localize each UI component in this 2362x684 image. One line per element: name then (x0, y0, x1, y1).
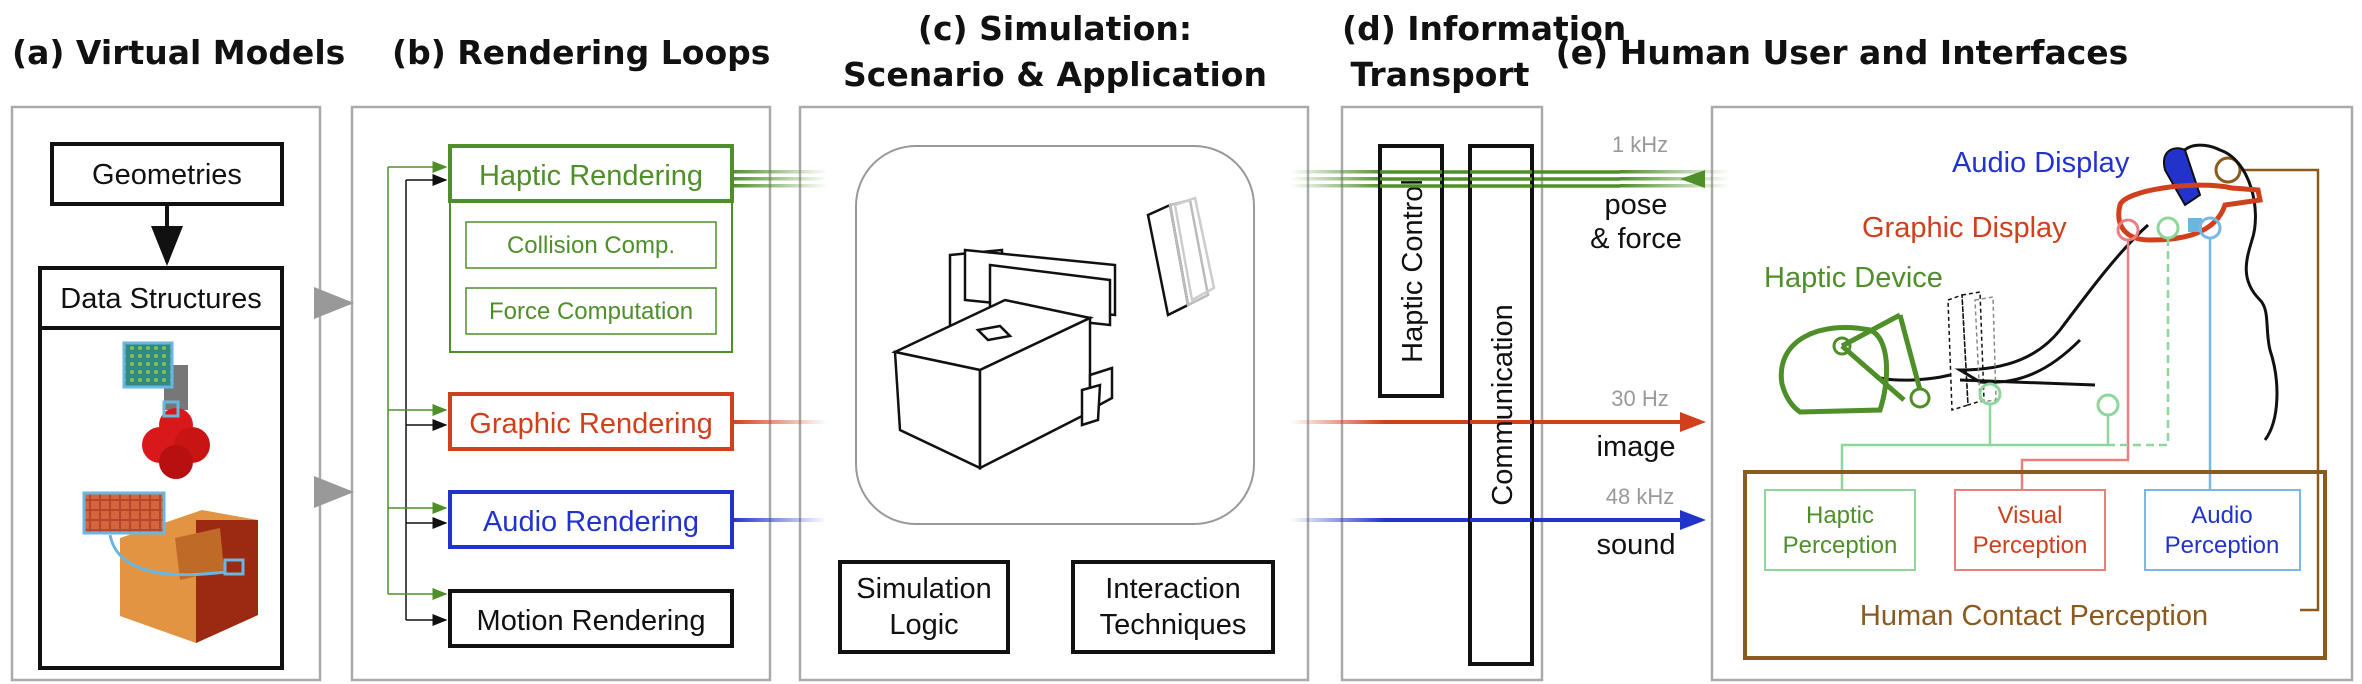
interaction-techniques-box (1071, 560, 1275, 654)
panel-d-title-line1: (d) Information (1342, 9, 1626, 48)
graphic-rendering-label: Graphic Rendering (469, 408, 712, 440)
panel-c-title-line2: Scenario & Application (843, 55, 1267, 94)
data-structures-label: Data Structures (60, 283, 261, 315)
haptic-rendering-box (448, 144, 734, 203)
panel-d-title-line2: Transport (1351, 55, 1530, 94)
simulation-logic-label-2: Logic (889, 609, 958, 641)
audio-perception-label-2: Perception (2165, 532, 2280, 559)
voxel-model-illustration (82, 491, 258, 643)
motion-rendering-label: Motion Rendering (477, 605, 706, 637)
audio-display-label: Audio Display (1952, 147, 2130, 179)
panel-d-frame (1340, 105, 1544, 682)
panel-e-frame (1710, 105, 2354, 682)
collision-comp-box (465, 221, 717, 269)
interaction-techniques-label-2: Techniques (1100, 609, 1247, 641)
visual-perception-label-1: Visual (1998, 502, 2063, 529)
geometries-label: Geometries (92, 159, 242, 191)
contact-perception-box (1743, 470, 2327, 660)
panel-c-frame (798, 105, 1310, 682)
communication-box (1468, 144, 1534, 666)
collision-comp-label: Collision Comp. (507, 232, 675, 259)
visual-perception-box (1954, 489, 2106, 571)
sphere-tree-illustration (122, 341, 210, 479)
haptic-rendering-label: Haptic Rendering (479, 160, 703, 192)
interaction-techniques-label-1: Interaction (1105, 573, 1240, 605)
simulation-logic-label-1: Simulation (856, 573, 991, 605)
haptic-perception-label-1: Haptic (1806, 502, 1874, 529)
audio-perception-box (2144, 489, 2301, 571)
panel-c-title-line1: (c) Simulation: (918, 9, 1192, 48)
panel-a-frame (10, 105, 322, 682)
haptic-channel-label-2: & force (1590, 223, 1682, 255)
audio-frequency: 48 kHz (1606, 484, 1674, 509)
graphic-channel-label: image (1597, 431, 1676, 463)
visual-perception-label-2: Perception (1973, 532, 2088, 559)
communication-label: Communication (1487, 304, 1519, 505)
simulation-logic-box (838, 560, 1010, 654)
scenario-box-illustration (891, 196, 1216, 471)
contact-perception-label: Human Contact Perception (1860, 600, 2208, 632)
geometries-box (50, 142, 284, 206)
panel-a-title: (a) Virtual Models (12, 33, 345, 72)
audio-rendering-label: Audio Rendering (483, 506, 699, 538)
audio-channel-label: sound (1596, 529, 1675, 561)
haptic-frequency: 1 kHz (1612, 132, 1668, 157)
panel-e-title: (e) Human User and Interfaces (1556, 33, 2129, 72)
force-computation-label: Force Computation (489, 298, 693, 325)
haptic-channel-label-1: pose (1605, 189, 1668, 221)
force-computation-box (465, 287, 717, 335)
haptic-control-label: Haptic Control (1397, 179, 1429, 363)
motion-rendering-box (448, 589, 734, 648)
panel-b-frame (350, 105, 772, 682)
haptic-perception-label-2: Perception (1783, 532, 1898, 559)
audio-perception-label-1: Audio (2191, 502, 2252, 529)
graphic-frequency: 30 Hz (1611, 386, 1668, 411)
haptic-device-label: Haptic Device (1764, 262, 1943, 294)
panel-b-title: (b) Rendering Loops (392, 33, 770, 72)
haptic-perception-box (1764, 489, 1916, 571)
graphic-display-label: Graphic Display (1862, 212, 2067, 244)
graphic-rendering-box (448, 392, 734, 451)
user-illustration (1778, 143, 2320, 612)
